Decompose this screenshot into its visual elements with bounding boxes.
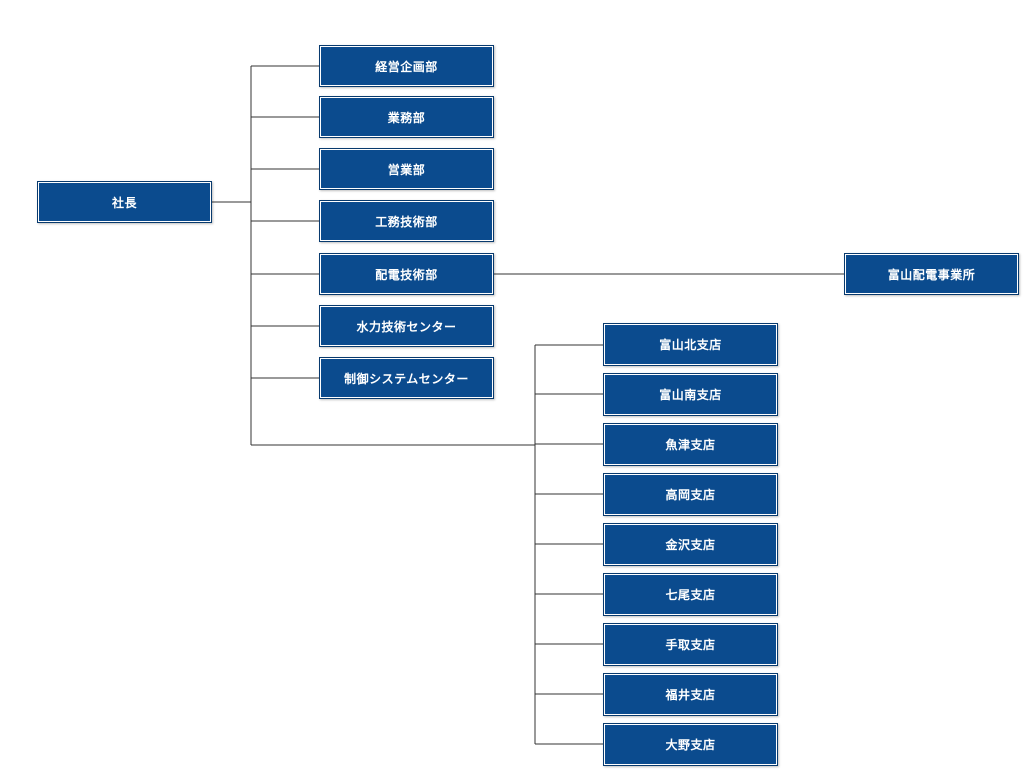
node-label: 金沢支店 bbox=[665, 538, 716, 552]
node-president[interactable]: 社長 bbox=[37, 181, 212, 223]
node-label: 七尾支店 bbox=[665, 588, 716, 602]
node-label: 制御システムセンター bbox=[344, 371, 469, 386]
node-label: 魚津支店 bbox=[665, 438, 716, 452]
node-haiden-office[interactable]: 富山配電事業所 bbox=[844, 253, 1019, 295]
node-label: 富山北支店 bbox=[659, 338, 722, 352]
node-branch[interactable]: 七尾支店 bbox=[603, 573, 778, 616]
node-label: 社長 bbox=[111, 195, 137, 210]
node-label: 高岡支店 bbox=[665, 488, 716, 502]
node-label: 福井支店 bbox=[665, 688, 716, 702]
node-department[interactable]: 制御システムセンター bbox=[319, 357, 494, 399]
node-label: 業務部 bbox=[387, 110, 426, 125]
node-branch[interactable]: 高岡支店 bbox=[603, 473, 778, 516]
node-department[interactable]: 経営企画部 bbox=[319, 45, 494, 87]
node-label: 水力技術センター bbox=[356, 319, 457, 334]
node-label: 経営企画部 bbox=[375, 59, 438, 74]
node-department[interactable]: 工務技術部 bbox=[319, 200, 494, 242]
node-label: 手取支店 bbox=[665, 638, 716, 652]
node-branch[interactable]: 大野支店 bbox=[603, 723, 778, 766]
node-label: 富山南支店 bbox=[659, 388, 722, 402]
node-branch[interactable]: 福井支店 bbox=[603, 673, 778, 716]
node-branch[interactable]: 魚津支店 bbox=[603, 423, 778, 466]
node-department[interactable]: 配電技術部 bbox=[319, 253, 494, 295]
node-label: 大野支店 bbox=[665, 738, 716, 752]
node-label: 配電技術部 bbox=[375, 267, 438, 282]
node-label: 富山配電事業所 bbox=[887, 267, 976, 282]
node-branch[interactable]: 金沢支店 bbox=[603, 523, 778, 566]
node-department[interactable]: 水力技術センター bbox=[319, 305, 494, 347]
node-label: 営業部 bbox=[387, 162, 426, 177]
node-department[interactable]: 営業部 bbox=[319, 148, 494, 190]
node-branch[interactable]: 富山南支店 bbox=[603, 373, 778, 416]
node-label: 工務技術部 bbox=[375, 214, 438, 229]
node-branch[interactable]: 手取支店 bbox=[603, 623, 778, 666]
node-department[interactable]: 業務部 bbox=[319, 96, 494, 138]
node-branch[interactable]: 富山北支店 bbox=[603, 323, 778, 366]
